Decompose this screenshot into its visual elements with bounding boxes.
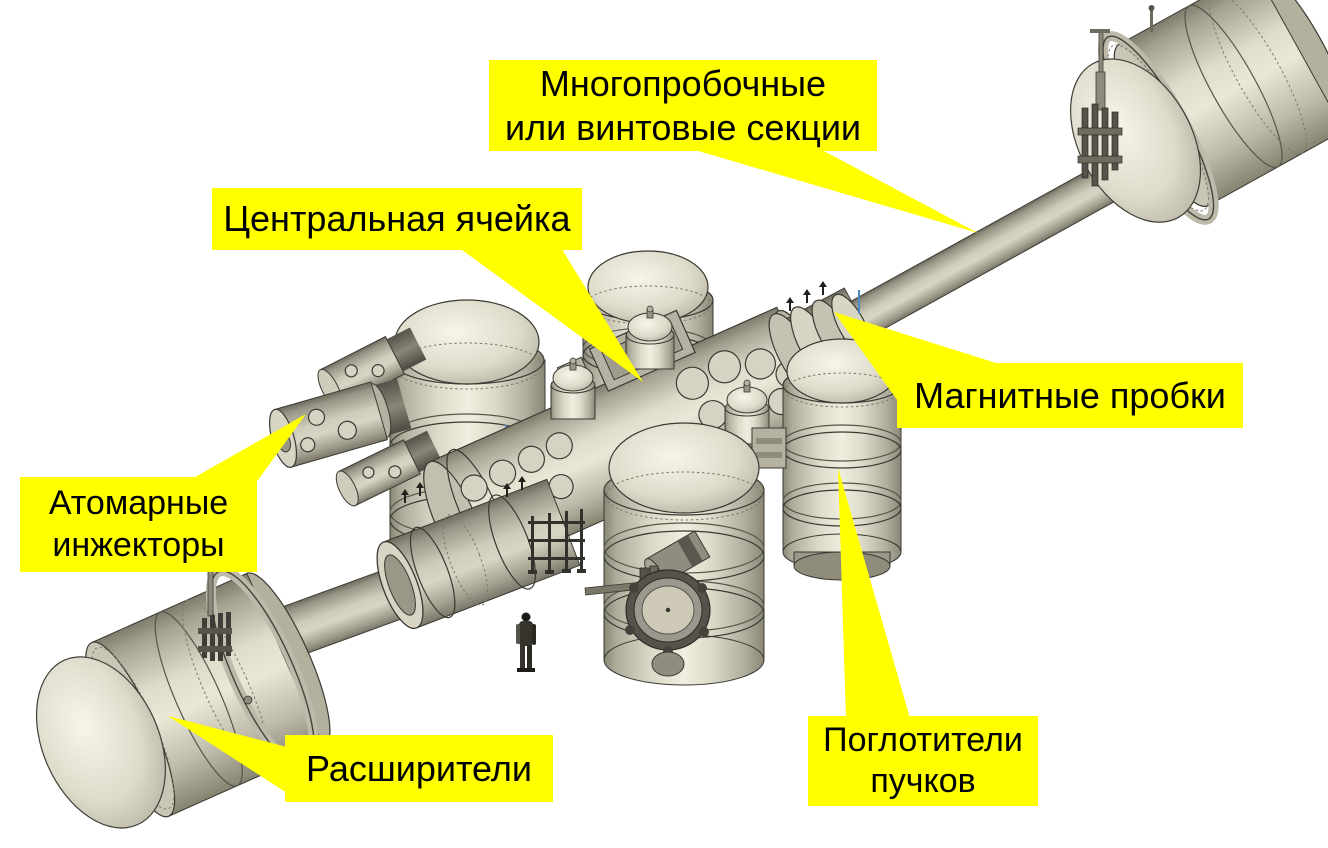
pointer-expanders	[168, 716, 287, 793]
callout-label-atomic-injectors: Атомарные инжекторы	[20, 477, 257, 572]
callout-pointers	[168, 150, 1012, 793]
magnetic-mirror-section-left	[376, 478, 581, 630]
human-scale-figure	[516, 612, 536, 672]
diagnostic-instrument	[584, 530, 711, 677]
mirror-valves-left	[401, 476, 526, 503]
expander-tank-lower-left	[35, 566, 331, 829]
pointer-beam-dumps	[838, 468, 910, 718]
expander-dome-lower-left	[35, 656, 166, 829]
pointer-central-cell	[462, 246, 643, 382]
pointer-atomic-injectors	[190, 414, 306, 480]
callout-label-central-cell: Центральная ячейка	[212, 188, 582, 250]
mirror-valves-right	[786, 281, 860, 314]
dome-vessel-left	[550, 357, 596, 420]
expander-end-mechanism-upper-right	[1077, 5, 1155, 187]
callout-label-expanders: Расширители	[285, 735, 553, 802]
callout-label-multi-mirror-sections: Многопробочные или винтовые секции	[489, 60, 877, 151]
support-frame	[528, 509, 586, 574]
callout-label-magnetic-mirrors: Магнитные пробки	[897, 363, 1243, 428]
cad-accent-line	[858, 290, 860, 314]
callout-label-beam-dumps: Поглотители пучков	[808, 716, 1038, 806]
dome-vessel-center	[625, 305, 675, 370]
pointer-multi-mirror-sections	[695, 150, 978, 233]
